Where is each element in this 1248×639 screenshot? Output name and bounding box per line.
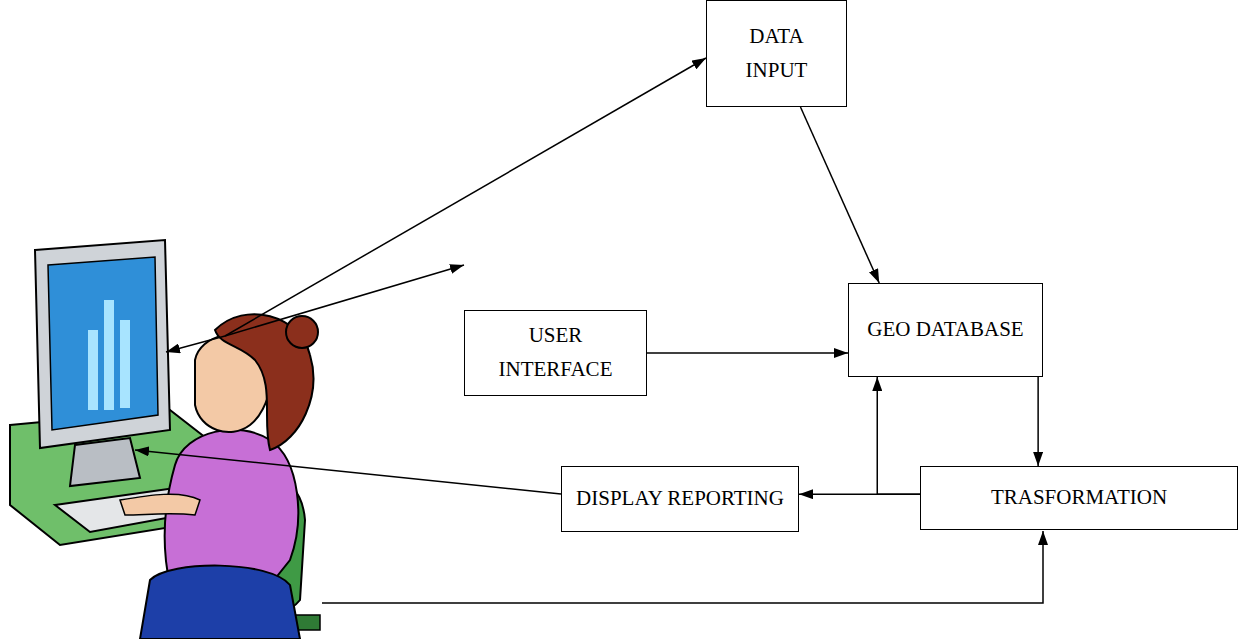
process-box: DATA INPUT xyxy=(706,0,847,107)
monitor-stand xyxy=(70,438,140,486)
chart-bar xyxy=(88,330,98,410)
box-label: USER INTERFACE xyxy=(477,319,634,386)
hair-bun xyxy=(286,316,318,348)
user-arrow xyxy=(166,336,225,352)
process-box: TRASFORMATION xyxy=(920,466,1238,530)
chart-bar xyxy=(104,300,114,410)
process-box: USER INTERFACE xyxy=(464,310,647,396)
process-box: GEO DATABASE xyxy=(848,283,1043,377)
flow-arrow xyxy=(877,377,920,494)
flow-arrow xyxy=(800,107,879,283)
trousers xyxy=(140,566,300,639)
chart-bar xyxy=(120,320,130,408)
user-arrow xyxy=(225,265,464,336)
arm xyxy=(120,494,200,515)
monitor xyxy=(35,240,170,448)
monitor-screen xyxy=(48,257,158,430)
flow-arrow xyxy=(1037,377,1039,466)
display-arrow xyxy=(135,450,561,494)
box-label: DATA INPUT xyxy=(719,20,834,87)
process-box: DISPLAY REPORTING xyxy=(561,466,799,532)
box-label: TRASFORMATION xyxy=(991,481,1167,515)
flow-arrow xyxy=(647,352,848,354)
user-arrow xyxy=(322,531,1043,603)
user-arrow xyxy=(225,58,706,336)
box-label: DISPLAY REPORTING xyxy=(576,482,784,516)
box-label: GEO DATABASE xyxy=(867,313,1023,347)
